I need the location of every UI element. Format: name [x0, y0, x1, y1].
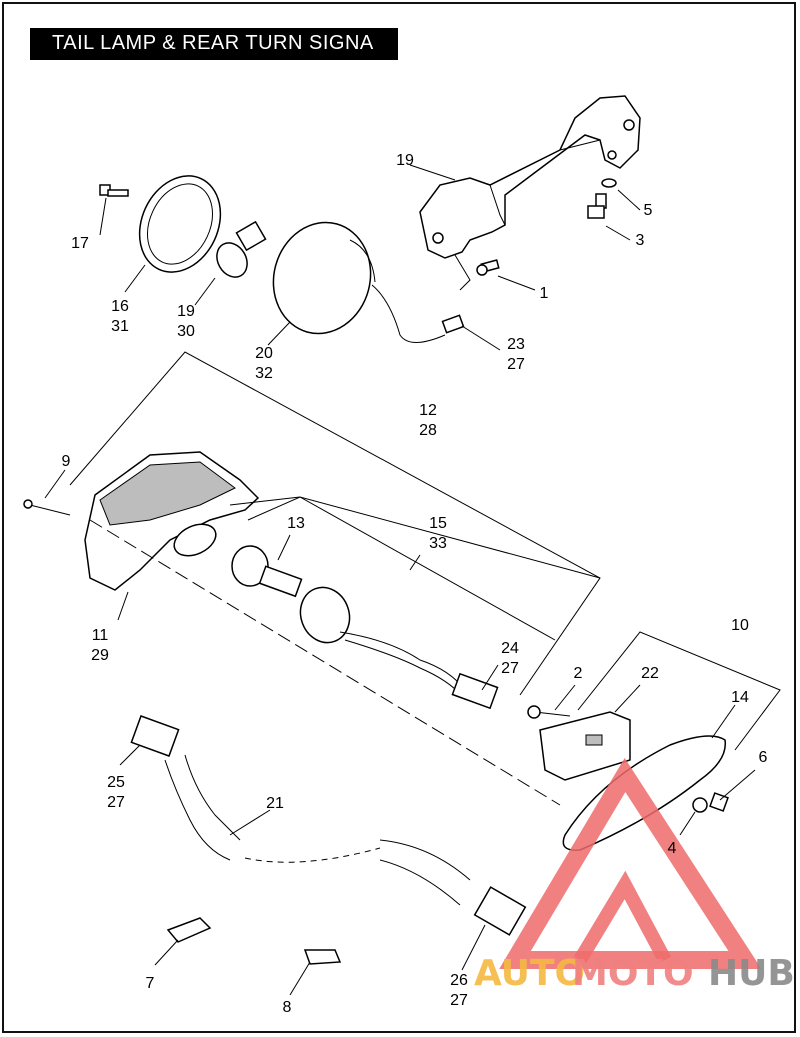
washer: [601, 178, 617, 188]
callout-label: 19: [396, 152, 414, 169]
socket-harness: [299, 586, 499, 710]
callout-label: 9: [62, 453, 71, 470]
callout-label: 21: [266, 795, 284, 812]
callout-label: 13: [287, 515, 305, 532]
callout-label: 20: [255, 345, 273, 362]
mounting-bracket: [419, 95, 641, 259]
circuit-board: [539, 711, 631, 781]
callout-labels: 19 5 3 1 17 16 31 19 30 20 32 23 27 12 2…: [62, 152, 768, 1016]
callout-label: 28: [419, 422, 437, 439]
callout-label: 17: [71, 235, 89, 252]
callout-label: 24: [501, 640, 519, 657]
callout-label: 32: [255, 365, 273, 382]
callout-label: 27: [501, 660, 519, 677]
callout-label: 4: [668, 840, 677, 857]
callout-label: 10: [731, 617, 749, 634]
callout-label: 33: [429, 535, 447, 552]
callout-label: 31: [111, 318, 129, 335]
watermark-auto: AUTO: [474, 953, 585, 994]
callout-label: 27: [450, 992, 468, 1009]
callout-label: 22: [641, 665, 659, 682]
washer: [692, 797, 708, 813]
screw: [23, 499, 71, 516]
watermark-logo: AUTO MOTO HUB: [474, 757, 795, 994]
turn-signal-lamp: [272, 221, 465, 343]
callout-label: 27: [107, 794, 125, 811]
watermark-moto: MOTO: [572, 953, 694, 994]
callout-label: 2: [574, 665, 583, 682]
bolt: [587, 193, 607, 219]
callout-label: 12: [419, 402, 437, 419]
callout-label: 15: [429, 515, 447, 532]
leader-lines: [44, 164, 756, 996]
screw: [476, 259, 500, 276]
wiring-harness: [130, 715, 527, 936]
callout-label: 27: [507, 356, 525, 373]
screw: [527, 705, 571, 719]
callout-label: 29: [91, 647, 109, 664]
group-lines: [69, 254, 781, 806]
tail-lamp-housing: [84, 451, 260, 591]
title-bar: TAIL LAMP & REAR TURN SIGNA: [30, 28, 398, 60]
tail-lamp-bulb: [231, 545, 303, 598]
callout-label: 14: [731, 689, 749, 706]
callout-label: 19: [177, 303, 195, 320]
callout-label: 1: [540, 285, 549, 302]
callout-label: 8: [283, 999, 292, 1016]
callout-label: 5: [644, 202, 653, 219]
screw: [99, 184, 129, 197]
page-title: TAIL LAMP & REAR TURN SIGNA: [52, 32, 374, 54]
callout-label: 23: [507, 336, 525, 353]
callout-label: 6: [759, 749, 768, 766]
callout-label: 11: [92, 627, 109, 644]
callout-label: 7: [146, 975, 155, 992]
callout-label: 3: [636, 232, 645, 249]
callout-label: 30: [177, 323, 195, 340]
clip: [303, 949, 342, 965]
callout-label: 25: [107, 774, 125, 791]
callout-label: 26: [450, 972, 468, 989]
callout-label: 16: [111, 298, 129, 315]
lens-ring: [138, 175, 222, 273]
turn-signal-bulb: [216, 220, 267, 278]
clip: [166, 917, 212, 943]
watermark-hub: HUB: [708, 953, 795, 994]
